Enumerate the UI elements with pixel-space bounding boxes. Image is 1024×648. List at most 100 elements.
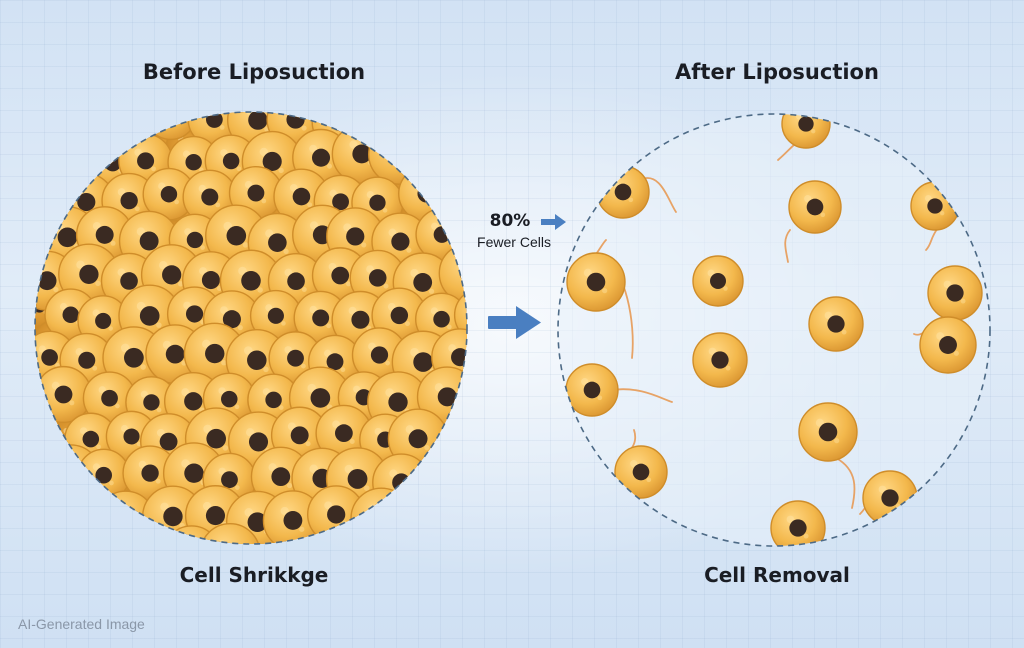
nucleus: [163, 506, 183, 527]
fat-cell: [142, 167, 196, 221]
nucleus: [351, 310, 370, 329]
nucleus: [116, 511, 136, 531]
nucleus: [248, 112, 268, 130]
fat-cell: [770, 500, 826, 546]
small-arrow-right-icon: [541, 214, 566, 230]
nucleus: [265, 391, 282, 409]
nucleus: [120, 191, 138, 210]
nucleus: [221, 471, 238, 489]
nucleus: [143, 394, 160, 411]
nucleus: [221, 390, 238, 408]
nucleus: [368, 269, 387, 287]
nucleus: [82, 430, 100, 448]
after-cell-cluster: [557, 113, 991, 547]
cell-fiber: [835, 457, 856, 509]
nucleus: [286, 112, 305, 129]
nucleus: [78, 351, 96, 369]
nucleus: [312, 309, 330, 327]
nucleus: [334, 424, 353, 443]
nucleus: [222, 152, 240, 170]
nucleus: [247, 184, 265, 202]
nucleus: [205, 506, 226, 526]
fat-cell: [398, 165, 455, 222]
fat-cell: [82, 371, 137, 425]
nucleus: [430, 170, 444, 184]
stat-value: 80%: [489, 211, 531, 231]
nucleus: [220, 544, 239, 563]
nucleus: [283, 511, 303, 530]
nucleus: [352, 144, 372, 164]
nucleus: [586, 272, 606, 292]
nucleus: [614, 183, 632, 201]
nucleus: [295, 112, 310, 115]
fat-cell: [596, 165, 650, 219]
nucleus: [137, 152, 155, 170]
nucleus: [222, 310, 241, 329]
nucleus: [444, 199, 459, 214]
nucleus: [347, 469, 368, 489]
nucleus: [326, 353, 344, 371]
nucleus: [332, 193, 349, 211]
nucleus: [391, 232, 410, 251]
nucleus: [141, 464, 159, 482]
nucleus: [461, 365, 467, 378]
fat-cell: [808, 296, 864, 352]
nucleus: [881, 489, 899, 507]
nucleus: [54, 385, 73, 404]
nucleus: [205, 112, 223, 128]
nucleus: [159, 432, 178, 451]
nucleus: [479, 335, 491, 347]
fat-cell: [565, 363, 619, 417]
nucleus: [247, 512, 268, 533]
nucleus: [711, 351, 729, 369]
stat-label: Fewer Cells: [477, 234, 551, 250]
arrow-right-icon: [488, 306, 541, 339]
nucleus: [583, 381, 601, 399]
nucleus: [798, 116, 814, 132]
nucleus: [827, 315, 845, 333]
nucleus: [327, 505, 346, 524]
nucleus: [262, 151, 282, 172]
nucleus: [331, 266, 350, 285]
watermark: AI-Generated Image: [18, 616, 145, 632]
nucleus: [206, 428, 226, 449]
nucleus: [201, 188, 219, 206]
nucleus: [248, 432, 269, 452]
fat-cell: [144, 112, 198, 141]
nucleus: [459, 263, 467, 283]
nucleus: [292, 187, 311, 206]
nucleus: [397, 499, 412, 514]
nucleus: [60, 465, 81, 486]
nucleus: [710, 273, 726, 289]
nucleus: [160, 186, 178, 203]
nucleus: [311, 148, 331, 167]
fat-cell: [788, 180, 842, 234]
fat-cell: [350, 487, 413, 544]
nucleus: [184, 463, 204, 483]
nucleus: [124, 347, 144, 368]
nucleus: [247, 350, 267, 370]
fat-cell: [919, 316, 977, 374]
nucleus: [67, 171, 82, 186]
nucleus: [310, 388, 331, 408]
nucleus: [113, 138, 127, 151]
nucleus: [35, 235, 44, 247]
nucleus: [62, 306, 79, 324]
nucleus: [473, 307, 490, 324]
nucleus: [165, 344, 185, 364]
nucleus: [271, 467, 291, 487]
nucleus: [186, 231, 204, 249]
fat-cell: [368, 123, 430, 185]
nucleus: [79, 264, 99, 284]
nucleus: [479, 272, 491, 284]
nucleus: [946, 284, 964, 302]
nucleus: [413, 352, 433, 372]
nucleus: [390, 306, 409, 325]
fat-cell: [453, 287, 490, 343]
after-circle-outline: [557, 113, 991, 547]
nucleus: [57, 227, 78, 248]
nucleus: [52, 201, 64, 213]
fat-cell: [862, 470, 918, 526]
before-caption: Cell Shrikkge: [179, 563, 329, 587]
